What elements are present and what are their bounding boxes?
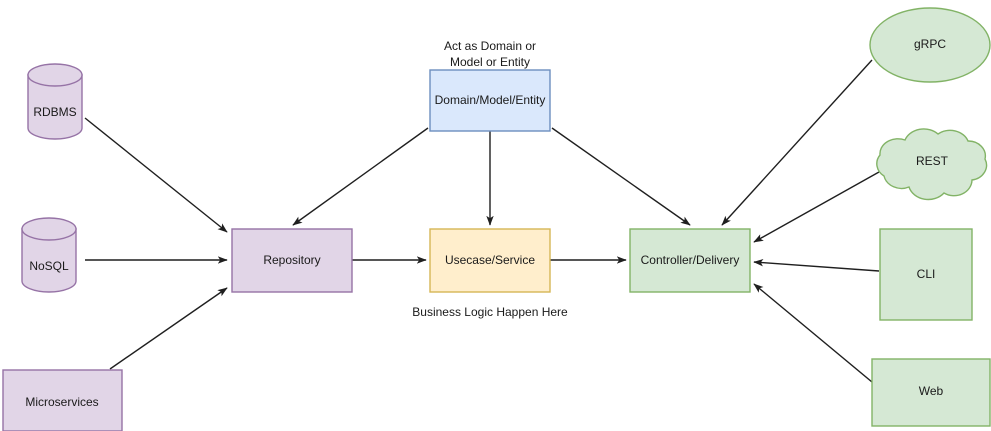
node-nosql[interactable]: NoSQL [21,217,77,293]
node-controller[interactable]: Controller/Delivery [629,228,751,293]
annotation-domain-note: Act as Domain or Model or Entity [444,39,536,69]
node-label-grpc: gRPC [914,37,946,51]
edge-cli-to-controller [753,258,880,272]
node-microservices[interactable]: Microservices [2,369,123,431]
node-label-cli: CLI [917,267,936,281]
edge-domain-to-controller [551,127,691,226]
node-rest[interactable]: REST [876,128,988,201]
node-web[interactable]: Web [871,358,991,427]
node-grpc[interactable]: gRPC [869,7,991,83]
edge-rdbms-to-repository [84,117,228,233]
node-cloud [876,128,988,201]
cylinder-body [27,74,83,140]
node-label-controller: Controller/Delivery [641,253,740,267]
node-domain[interactable]: Domain/Model/Entity [429,69,551,132]
node-repository[interactable]: Repository [231,228,353,293]
domain-note-line-2: Model or Entity [450,55,530,69]
node-box [629,228,751,293]
node-box [2,369,123,431]
node-cli[interactable]: CLI [879,228,973,321]
domain-note-line-1: Act as Domain or [444,39,536,53]
edge-layer [84,59,880,383]
cylinder-top [21,217,77,241]
edge-rest-to-controller [753,171,880,243]
node-box [429,69,551,132]
edge-domain-to-repository [292,127,429,226]
node-box [879,228,973,321]
cylinder-body [21,228,77,293]
edge-microservices-to-repository [109,287,228,370]
edge-web-to-controller [753,283,873,383]
node-rdbms[interactable]: RDBMS [27,63,83,140]
node-label-rest: REST [916,154,949,168]
node-usecase[interactable]: Usecase/Service [429,228,551,293]
node-box [429,228,551,293]
node-label-usecase: Usecase/Service [445,253,535,267]
node-label-domain: Domain/Model/Entity [435,93,546,107]
node-box [231,228,353,293]
node-ellipse [869,7,991,83]
edge-grpc-to-controller [721,59,873,226]
node-label-rdbms: RDBMS [33,105,76,119]
node-box [871,358,991,427]
node-label-microservices: Microservices [25,395,98,409]
cylinder-top [27,63,83,87]
node-label-nosql: NoSQL [29,259,69,273]
annotation-usecase-note: Business Logic Happen Here [412,305,568,319]
node-label-repository: Repository [263,253,320,267]
node-label-web: Web [919,384,944,398]
